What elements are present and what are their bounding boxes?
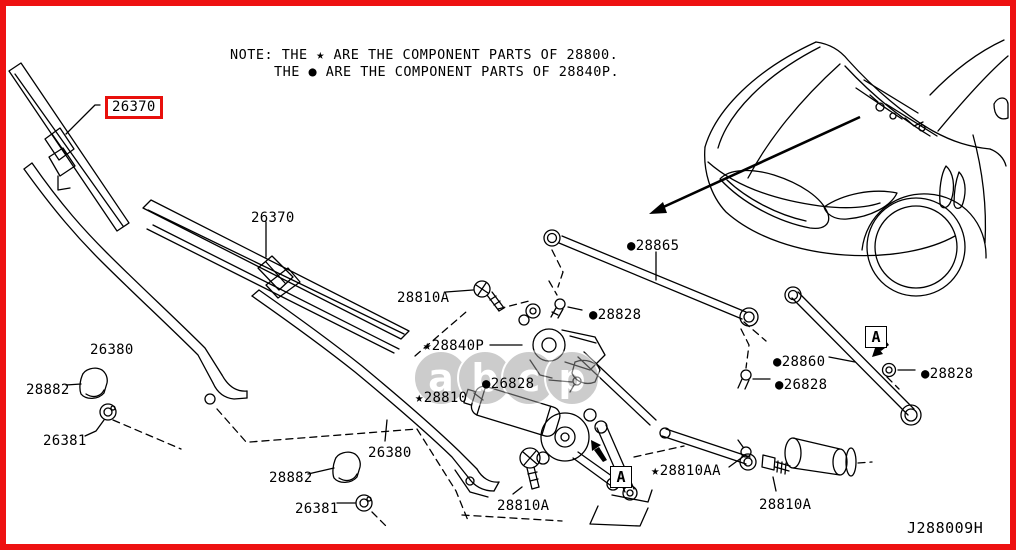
part-label-28810a-bolt3: 28810A [759,497,812,513]
part-label-26828-right: ●26828 [775,377,828,393]
location-arrow [649,115,861,214]
part-label-26370-highlighted: 26370 [105,96,163,119]
car-illustration [704,39,1009,297]
wiper-blade-driver [8,62,130,232]
arm-cap-2 [307,451,361,484]
part-label-28810aa: ★28810AA [651,463,721,479]
bolt-26828-right [737,369,771,390]
watermark-letter: b [471,356,498,400]
part-label-28860: ●28860 [773,354,826,370]
part-label-26380-driver: 26380 [90,342,134,358]
bolt-28810a-3 [761,454,791,492]
wiper-blade-passenger [142,199,410,354]
note-line-1: NOTE: THE ★ ARE THE COMPONENT PARTS OF 2… [230,47,619,63]
cowl-wiper-detail [855,79,938,137]
pivot-nut-1 [84,403,117,437]
arm-cap-1 [65,367,108,400]
detail-arrow-1 [591,440,607,462]
note-line-2: THE ● ARE THE COMPONENT PARTS OF 28840P. [274,64,620,80]
pivot-shaft-assembly [659,427,857,477]
diagram-code: J288009H [907,519,984,537]
part-label-28810a-screw1: 28810A [397,290,450,306]
watermark-letter: c [518,356,541,400]
wiper-motor-28810 [463,385,620,491]
part-label-28882-passenger: 28882 [269,470,313,486]
detail-marker-a-2: A [865,326,887,348]
diagram-canvas: a b c p [8,39,1009,527]
part-label-26381-driver: 26381 [43,433,87,449]
part-label-26381-passenger: 26381 [295,501,339,517]
linkage-rod-28860 [784,286,922,426]
watermark-letter: p [558,356,585,400]
part-label-28865: ●28865 [627,238,680,254]
part-label-26380-passenger: 26380 [368,445,412,461]
part-label-28828-right: ●28828 [921,366,974,382]
part-label-28810-motor: ★28810 [415,390,468,406]
part-label-28828-top: ●28828 [589,307,642,323]
part-label-26828-left: ●26828 [482,376,535,392]
part-label-26370: 26370 [251,210,295,226]
wiper-arm-passenger [251,289,500,498]
screw-28810a-1 [445,280,505,312]
detail-marker-a-1: A [610,466,632,488]
watermark-letter: a [428,356,454,400]
part-label-28840p: ★28840P [423,338,485,354]
part-label-28882-driver: 28882 [26,382,70,398]
part-label-28810a-screw2: 28810A [497,498,550,514]
pivot-nut-2 [336,494,373,512]
screw-28810a-2 [512,447,541,495]
wiper-arm-driver [23,162,248,405]
linkage-rod-28865 [543,229,759,327]
ring-28828-right [881,362,916,378]
bolt-28828-top [550,298,583,319]
watermark: a b c p [413,350,600,406]
construction-dashed-lines [112,249,900,527]
